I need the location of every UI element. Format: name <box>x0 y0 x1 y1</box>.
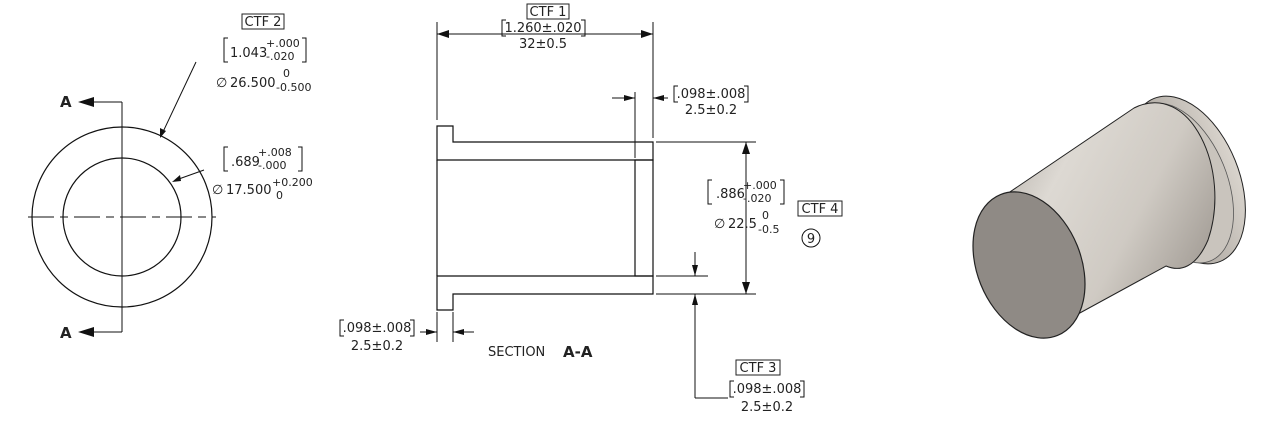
flange-top-callout: .098±.008 2.5±0.2 <box>673 85 749 118</box>
ctf2-bracket-right <box>302 37 307 63</box>
ctf2-leader <box>161 61 197 135</box>
ctf2-mm: 26.500 <box>230 76 276 91</box>
top-wall <box>436 125 654 161</box>
ctf1-tag: CTF 1 <box>530 5 567 20</box>
ctf3-callout: CTF 3 .098±.008 2.5±0.2 <box>729 359 805 415</box>
ctf4-mm-tol-upper: 0 <box>762 209 769 222</box>
inner-dia-inch-tol-lower: -.000 <box>258 159 286 172</box>
inner-dia-leader-arrow <box>172 175 181 182</box>
ctf4-inch: .886 <box>716 187 745 202</box>
inner-dia-bracket-left <box>223 146 228 172</box>
ctf1-inch: 1.260±.020 <box>504 21 581 36</box>
inner-dia-inch: .689 <box>231 155 260 170</box>
flange-bottom-inch: .098±.008 <box>343 321 412 336</box>
ctf2-diam-symbol: ∅ <box>216 76 227 91</box>
ctf4-tag-box <box>797 200 843 217</box>
section-title-bold: A-A <box>563 343 593 361</box>
ctf4-inch-tol-lower: -.020 <box>743 192 771 205</box>
ctf1-mm: 32±0.5 <box>519 37 567 52</box>
ctf4-callout: .886 +.000 -.020 ∅ 22.5 0 -0.5 CTF 4 9 <box>707 179 843 248</box>
section-marker-bottom: A <box>60 324 72 342</box>
section-arrow-top-head <box>78 97 94 107</box>
ctf2-mm-tol-lower: -0.500 <box>276 81 311 94</box>
ctf2-inch-tol-lower: -.020 <box>266 50 294 63</box>
ctf3-mm: 2.5±0.2 <box>741 400 793 415</box>
inner-dia-callout: .689 +.008 -.000 ∅ 17.500 +0.200 0 <box>212 146 313 202</box>
ctf4-balloon <box>801 228 821 248</box>
inner-dia-mm: 17.500 <box>226 183 272 198</box>
ctf2-tag: CTF 2 <box>245 15 282 30</box>
section-marker-top: A <box>60 93 72 111</box>
front-face <box>972 191 1086 339</box>
inner-dia-mm-tol-upper: +0.200 <box>272 176 313 189</box>
isometric-part <box>972 95 1246 339</box>
section-view: SECTION A-A <box>420 22 756 399</box>
ctf4-mm: 22.5 <box>728 217 757 232</box>
ctf2-inch: 1.043 <box>230 46 267 61</box>
ctf2-leader-arrow <box>160 128 166 138</box>
ctf4-mm-tol-lower: -0.5 <box>758 223 779 236</box>
flange-bottom-callout: .098±.008 2.5±0.2 <box>339 319 415 354</box>
inner-dia-diam-symbol: ∅ <box>212 183 223 198</box>
ctf2-bracket-left <box>223 37 228 63</box>
ctf4-diam-symbol: ∅ <box>714 217 725 232</box>
ctf2-tag-box <box>241 13 285 30</box>
flange-bottom-mm: 2.5±0.2 <box>351 339 403 354</box>
inner-dia-leader <box>175 169 205 181</box>
bottom-wall <box>436 275 654 311</box>
flange-top-mm: 2.5±0.2 <box>685 103 737 118</box>
ctf2-mm-tol-upper: 0 <box>283 67 290 80</box>
end-wall <box>634 159 654 277</box>
inner-dia-inch-tol-upper: +.008 <box>258 146 292 159</box>
ctf1-callout: CTF 1 1.260±.020 32±0.5 <box>501 3 586 52</box>
ctf1-tag-box <box>526 3 570 20</box>
ctf2-callout: CTF 2 1.043 +.000 -.020 ∅ 26.500 0 -0.50… <box>216 13 311 94</box>
ctf4-inch-tol-upper: +.000 <box>743 179 777 192</box>
ctf3-tag: CTF 3 <box>740 361 777 376</box>
ctf4-balloon-number: 9 <box>807 232 815 247</box>
section-arrow-bottom-head <box>78 327 94 337</box>
ctf3-tag-box <box>735 359 781 376</box>
inner-dia-mm-tol-lower: 0 <box>276 189 283 202</box>
end-view: A A <box>28 61 216 342</box>
ctf4-tag: CTF 4 <box>802 202 839 217</box>
ctf2-inch-tol-upper: +.000 <box>266 37 300 50</box>
flange-top-inch: .098±.008 <box>677 87 746 102</box>
inner-dia-bracket-right <box>298 146 303 172</box>
section-title-prefix: SECTION <box>488 345 545 360</box>
ctf3-inch: .098±.008 <box>733 382 802 397</box>
